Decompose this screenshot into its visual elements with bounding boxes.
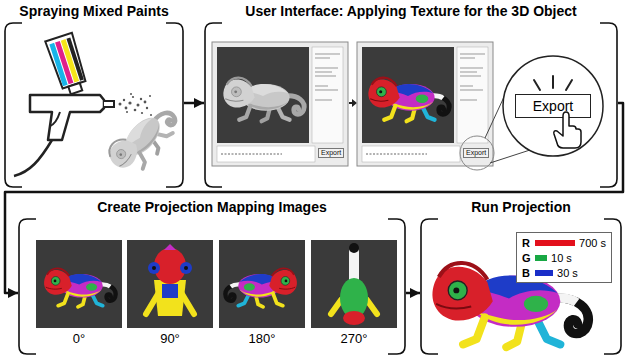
channel-letter: B [522, 267, 531, 279]
legend-row: 10 s G [522, 250, 606, 265]
panel-bracket [4, 22, 184, 188]
view-angle: 0° [73, 331, 85, 347]
legend-text: 30 s [557, 267, 578, 279]
legend-swatch [535, 240, 575, 246]
button-label: Export [533, 98, 573, 114]
bracket-line [5, 23, 183, 187]
view-angle: 270° [341, 331, 368, 347]
stage-panel: User Interface: Applying Texture for the… [204, 2, 618, 188]
export-button: Export [515, 94, 591, 118]
panel-title: Run Projection [471, 198, 571, 216]
legend-swatch [535, 255, 547, 261]
export-button-label: Export [463, 148, 489, 158]
bracket-line [19, 219, 405, 354]
view-angle: 90° [160, 331, 180, 347]
flow-arrow [5, 103, 623, 293]
bracket-line [205, 23, 617, 187]
panel-title: Create Projection Mapping Images [97, 198, 327, 216]
legend-text: 10 s [551, 252, 572, 264]
panel-title: Spraying Mixed Paints [19, 2, 168, 20]
export-button-label: Export [318, 148, 344, 158]
legend-box: 700 s R 10 s G 30 s B [516, 232, 612, 283]
legend-text: 700 s [579, 237, 606, 249]
view-angle: 180° [249, 331, 276, 347]
flow-arrow [184, 102, 204, 105]
legend-row: 700 s R [522, 235, 606, 250]
legend-swatch [535, 270, 553, 276]
bracket-line [421, 219, 621, 354]
stage-panel: Spraying Mixed Paints [4, 2, 184, 188]
legend-row: 30 s B [522, 265, 606, 280]
panel-title: User Interface: Applying Texture for the… [245, 2, 576, 20]
channel-letter: G [522, 252, 531, 264]
channel-letter: R [522, 237, 531, 249]
flow-arrow [406, 292, 420, 295]
